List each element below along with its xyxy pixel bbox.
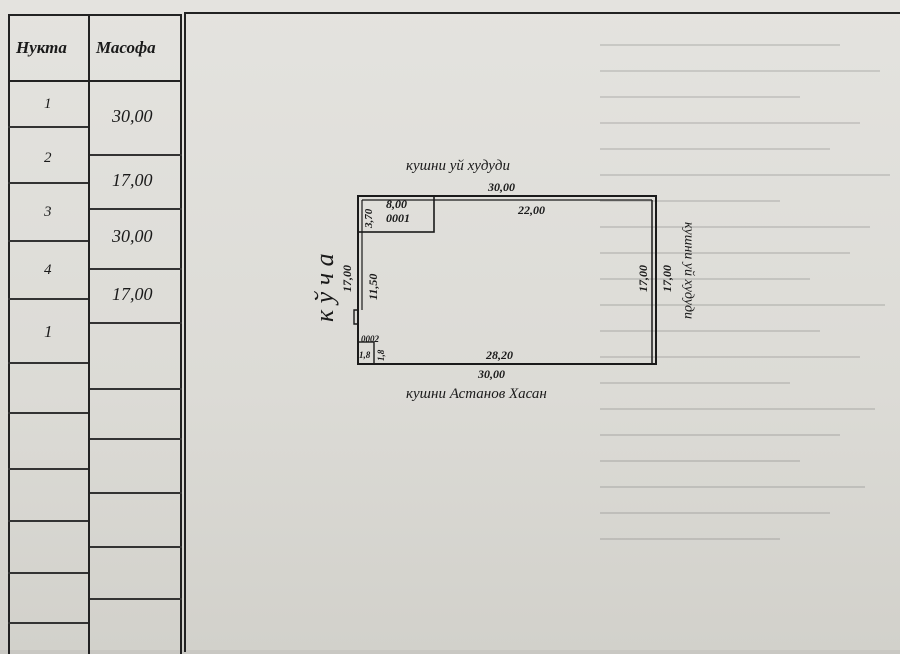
building-0002 (357, 341, 375, 365)
point-label: 2 (44, 150, 52, 166)
building-2-id: 0002 (361, 334, 379, 344)
building-1-id: 0001 (386, 211, 410, 225)
distance-row-line (90, 154, 182, 156)
header-point: Нукта (16, 38, 67, 57)
distance-value: 30,00 (112, 106, 153, 126)
top-total-dimension: 30,00 (488, 180, 515, 194)
point-label: 1 (44, 322, 53, 341)
point-row-line (8, 468, 88, 470)
distance-value: 30,00 (112, 226, 153, 246)
point-row-line (8, 572, 88, 574)
table-column-divider (88, 14, 90, 654)
point-row-line (8, 298, 88, 300)
coordinates-table (8, 14, 182, 654)
street-label: к ў ч а (310, 253, 339, 322)
distance-row-line (90, 546, 182, 548)
distance-value: 17,00 (112, 284, 153, 304)
distance-row-line (90, 322, 182, 324)
table-header-line (8, 80, 182, 82)
left-outer-dimension: 17,00 (340, 265, 354, 292)
distance-row-line (90, 208, 182, 210)
distance-row-line (90, 268, 182, 270)
point-row-line (8, 520, 88, 522)
distance-value: 17,00 (112, 170, 153, 190)
right-outer-dimension: 17,00 (660, 265, 674, 292)
distance-row-line (90, 492, 182, 494)
point-row-line (8, 362, 88, 364)
top-inner-dimension: 22,00 (518, 203, 545, 217)
point-row-line (8, 182, 88, 184)
distance-row-line (90, 438, 182, 440)
bleed-through-text (600, 20, 900, 640)
point-label: 1 (44, 96, 52, 112)
right-inner-dimension: 17,00 (636, 265, 650, 292)
point-label: 4 (44, 262, 52, 278)
bottom-neighbor-label: кушни Астанов Хасан (406, 386, 547, 402)
top-neighbor-label: кушни уй худуди (406, 158, 510, 174)
plot-boundary (357, 195, 657, 365)
building-1-width: 8,00 (386, 197, 407, 211)
bottom-inner-dimension: 28,20 (486, 348, 513, 362)
header-distance: Масофа (96, 38, 156, 57)
building-0001 (357, 195, 435, 233)
building-2-height: 1,8 (376, 349, 386, 361)
point-row-line (8, 412, 88, 414)
building-1-height: 3,70 (363, 208, 375, 228)
distance-row-line (90, 388, 182, 390)
point-row-line (8, 622, 88, 624)
building-2-width: 1,8 (359, 350, 371, 360)
gate-notch (353, 309, 358, 325)
right-neighbor-label: кушни уй худуди (681, 222, 696, 320)
plan-frame (184, 12, 900, 652)
bottom-total-dimension: 30,00 (478, 367, 505, 381)
point-row-line (8, 240, 88, 242)
distance-row-line (90, 598, 182, 600)
point-row-line (8, 126, 88, 128)
left-inner-dimension: 11,50 (366, 273, 380, 300)
point-label: 3 (44, 204, 52, 220)
